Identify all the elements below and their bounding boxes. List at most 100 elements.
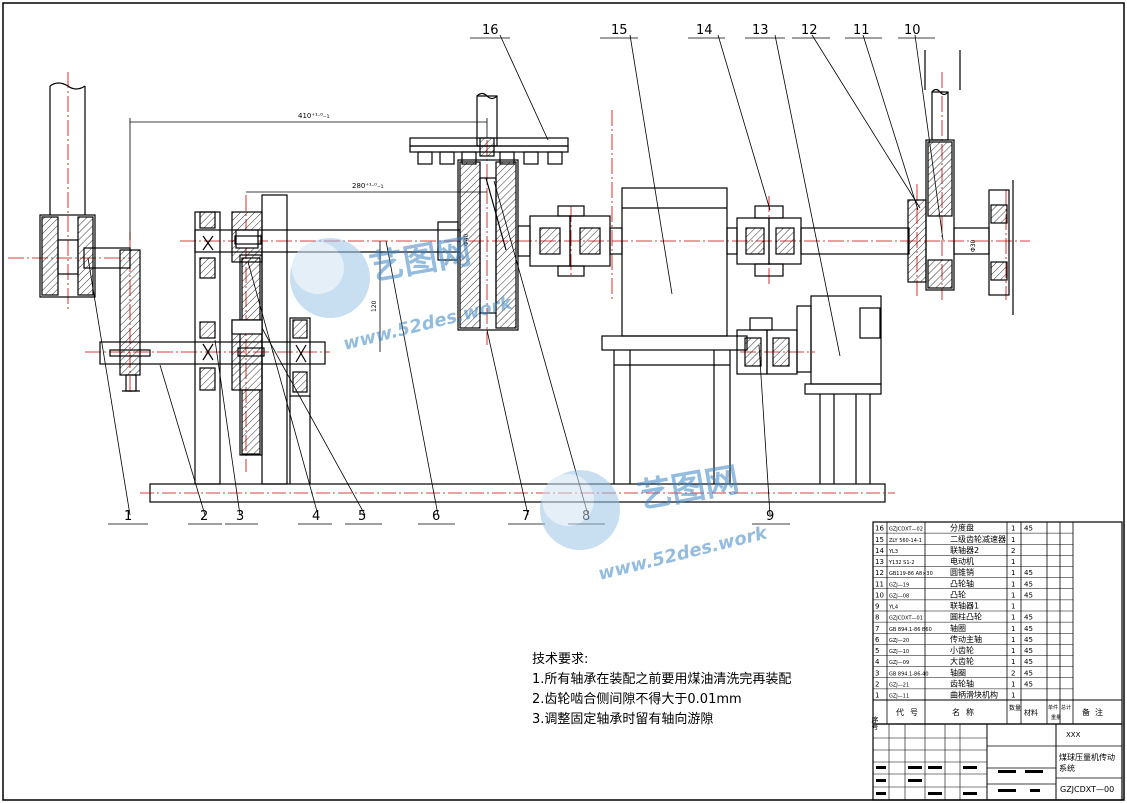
parts-row-code: ZLY 560-14-1 xyxy=(889,538,922,544)
parts-row-name: 圆锥销 xyxy=(950,567,974,577)
balloon-10: 10 xyxy=(904,23,921,38)
parts-row-code: GZJ—10 xyxy=(889,649,909,655)
parts-row-no: 13 xyxy=(875,558,884,566)
index-plate xyxy=(409,137,569,165)
parts-row-no: 15 xyxy=(875,536,884,544)
dimension-410: 410⁺¹·⁰₋₁ xyxy=(298,112,330,120)
parts-row-no: 4 xyxy=(875,658,880,666)
balloon-2: 2 xyxy=(200,509,208,524)
drawing-title-line: 煤球压量机传动 系统 xyxy=(1059,752,1118,773)
balloon-6: 6 xyxy=(432,509,440,524)
header-material: 材料 xyxy=(1024,708,1038,717)
ground-base xyxy=(140,483,895,503)
parts-row-code: GZJ—21 xyxy=(889,682,909,688)
technical-requirement-3: 3.调整固定轴承时留有轴向游隙 xyxy=(532,712,714,727)
watermark-url-text: www.52des.work xyxy=(596,522,770,585)
balloon-12: 12 xyxy=(801,23,818,38)
title-block: XXX 煤球压量机传动 系统 GZJCDXT—00 xyxy=(872,723,1123,801)
parts-list-header: 序号 代号 名称 数量 材料 单件 总计 重量 备注 xyxy=(871,522,1122,731)
header-code: 代号 xyxy=(896,707,924,717)
dimension-120: 120 xyxy=(371,300,378,312)
balloon-1: 1 xyxy=(124,509,132,524)
parts-row-code: GZJCDXT—02 xyxy=(889,527,923,533)
balloon-5: 5 xyxy=(358,509,366,524)
technical-requirement-1: 1.所有轴承在装配之前要用煤油清洗完再装配 xyxy=(532,672,792,687)
coupling-left xyxy=(517,205,623,277)
parts-row-no: 3 xyxy=(875,669,879,677)
parts-row-no: 10 xyxy=(875,591,884,599)
parts-row-qty: 1 xyxy=(1011,558,1015,566)
parts-row-no: 14 xyxy=(875,547,884,555)
parts-row-name: 二级齿轮减速器 xyxy=(950,534,1006,544)
parts-row-material: 45 xyxy=(1024,625,1033,633)
header-remark: 备注 xyxy=(1082,707,1108,717)
parts-row-no: 7 xyxy=(875,625,879,633)
parts-row-name: 联轴器1 xyxy=(950,601,979,611)
header-total-weight: 总计 xyxy=(1061,704,1071,711)
parts-row-code: GZJ—08 xyxy=(889,593,909,599)
cylindrical-cam xyxy=(457,92,519,331)
parts-row-no: 9 xyxy=(875,603,879,611)
company-name: XXX xyxy=(1066,731,1081,739)
parts-row-name: 大齿轮 xyxy=(950,656,974,666)
parts-row-qty: 1 xyxy=(1011,569,1015,577)
parts-row-name: 轴圈 xyxy=(950,667,966,677)
parts-row-no: 5 xyxy=(875,647,879,655)
parts-row-material: 45 xyxy=(1024,636,1033,644)
header-name: 名称 xyxy=(952,707,980,717)
parts-row-material: 45 xyxy=(1024,580,1033,588)
parts-row-qty: 1 xyxy=(1011,614,1015,622)
gear-pair xyxy=(231,211,263,456)
parts-row-code: GZJ—11 xyxy=(889,694,909,700)
parts-row-name: 圆柱凸轮 xyxy=(950,612,982,622)
parts-row-name: 小齿轮 xyxy=(950,645,974,655)
watermark-url-text: www.52des.work xyxy=(341,292,515,355)
parts-row-name: 凸轮轴 xyxy=(950,578,974,588)
balloon-15: 15 xyxy=(611,23,628,38)
parts-row-no: 2 xyxy=(875,680,879,688)
parts-row-name: 联轴器2 xyxy=(950,545,979,555)
parts-row-name: 齿轮轴 xyxy=(950,678,974,688)
header-no: 序号 xyxy=(871,715,879,731)
parts-row-qty: 1 xyxy=(1011,692,1015,700)
crank-slider-mechanism xyxy=(39,82,141,392)
parts-row-name: 传动主轴 xyxy=(950,634,982,644)
parts-row-material: 45 xyxy=(1024,669,1033,677)
parts-row-qty: 1 xyxy=(1011,625,1015,633)
parts-row-no: 11 xyxy=(875,580,884,588)
parts-row-qty: 2 xyxy=(1011,547,1015,555)
parts-row-qty: 1 xyxy=(1011,636,1015,644)
parts-row-material: 45 xyxy=(1024,658,1033,666)
parts-row-code: YL4 xyxy=(888,605,898,611)
parts-row-no: 6 xyxy=(875,636,880,644)
parts-row-material: 45 xyxy=(1024,591,1033,599)
parts-row-no: 1 xyxy=(875,692,879,700)
watermark-logo-text: 艺图网 xyxy=(635,460,742,517)
parts-row-no: 16 xyxy=(875,525,884,533)
balloon-13: 13 xyxy=(752,23,769,38)
parts-row-material: 45 xyxy=(1024,614,1033,622)
parts-row-no: 8 xyxy=(875,614,879,622)
parts-row-code: GB 894.1-86-40 xyxy=(889,671,929,677)
parts-row-material: 45 xyxy=(1024,525,1033,533)
gear-reducer xyxy=(601,187,748,484)
cam-assembly xyxy=(907,50,1014,315)
header-qty: 数量 xyxy=(1009,704,1021,712)
dimension-lines xyxy=(129,118,488,352)
dimension-280: 280⁺¹·⁰₋₁ xyxy=(352,182,384,190)
parts-row-qty: 1 xyxy=(1011,580,1015,588)
parts-row-qty: 1 xyxy=(1011,658,1015,666)
parts-row-name: 凸轮 xyxy=(950,589,966,599)
parts-row-code: GZJ—09 xyxy=(889,660,909,666)
balloon-labels: 1 2 3 4 5 6 7 8 9 10 11 12 13 14 15 16 xyxy=(124,23,921,524)
parts-row-qty: 1 xyxy=(1011,680,1015,688)
balloon-14: 14 xyxy=(696,23,713,38)
parts-row-code: GZJCDXT—01 xyxy=(889,616,923,622)
balloon-9: 9 xyxy=(766,509,774,524)
parts-row-code: YL3 xyxy=(888,549,898,555)
parts-row-qty: 1 xyxy=(1011,591,1015,599)
technical-requirements-heading: 技术要求: xyxy=(532,652,589,667)
parts-row-qty: 1 xyxy=(1011,525,1015,533)
